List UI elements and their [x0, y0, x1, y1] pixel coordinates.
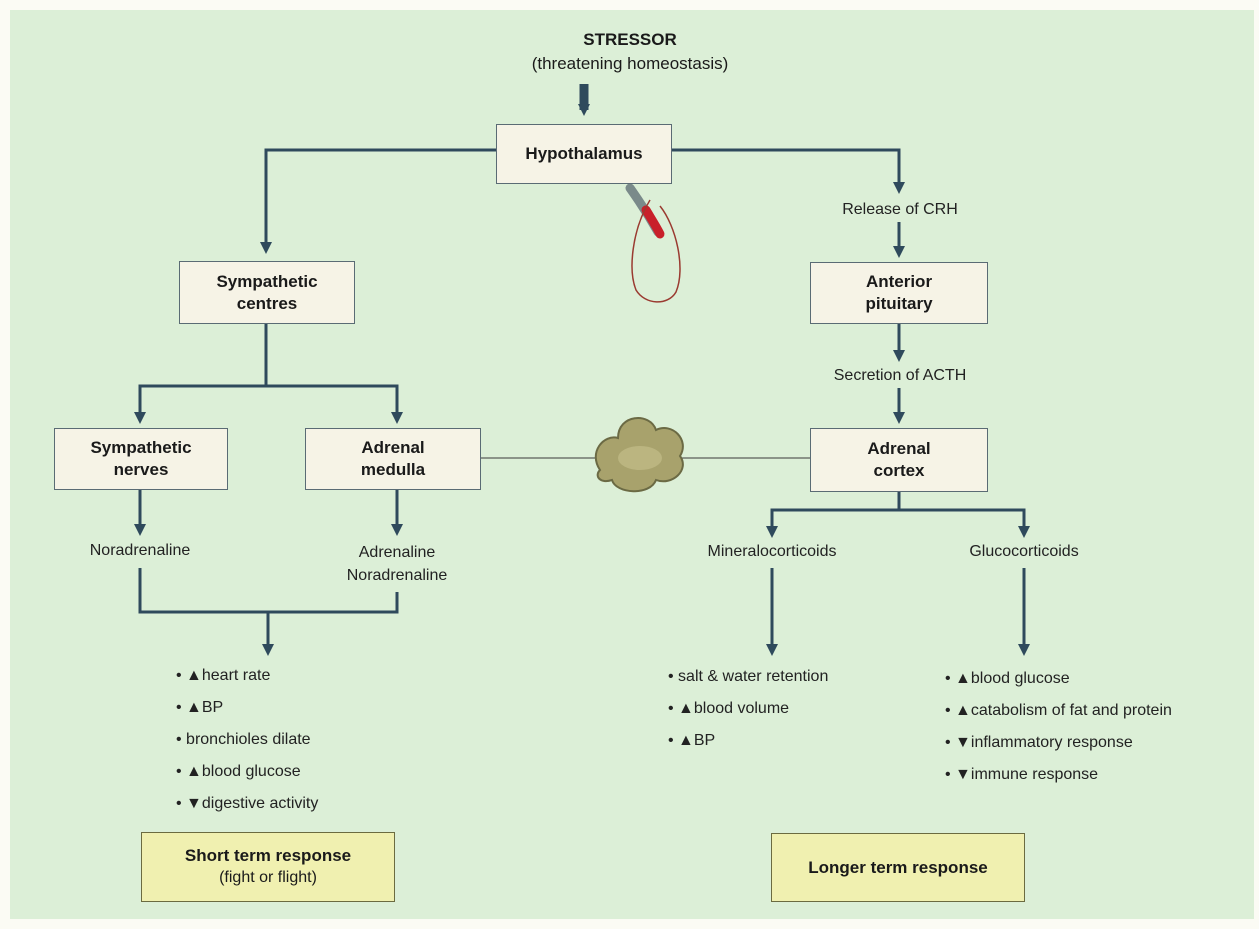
adrenal-medulla-line-1: Adrenal	[361, 438, 425, 457]
hypothalamus-to-crh-arrow	[672, 148, 905, 194]
anterior-pituitary-line-2: pituitary	[865, 294, 933, 313]
crh-label: Release of CRH	[842, 201, 958, 218]
noradrenaline-medulla-label: Noradrenaline	[346, 567, 448, 584]
adrenal-cortex-line-1: Adrenal	[867, 439, 931, 458]
noradrenaline-label: Noradrenaline	[89, 542, 191, 559]
adrenaline-label: Adrenaline	[358, 544, 436, 561]
centres-to-medulla-arrow	[266, 384, 403, 424]
hypothalamus-to-sympathetic-centres-arrow	[260, 148, 496, 254]
sympathetic-centres-line-1: Sympathetic	[216, 271, 318, 291]
longer-term-response-box: Longer term response	[771, 833, 1025, 902]
short-term-effects-list: • ▲heart rate • ▲BP • bronchioles dilate…	[176, 665, 318, 825]
adrenal-medulla-box: Adrenal medulla	[305, 428, 481, 490]
adrenal-cortex-box: Adrenal cortex	[810, 428, 988, 492]
glucocorticoid-effects-list: • ▲blood glucose • ▲catabolism of fat an…	[945, 668, 1172, 796]
sympathetic-centres-box: Sympathetic centres	[179, 261, 355, 324]
pituitary-icon	[625, 183, 681, 303]
acth-label: Secretion of ACTH	[833, 367, 967, 384]
effect-item: • ▲blood glucose	[176, 763, 301, 780]
mineralocorticoid-effects-list: • salt & water retention • ▲blood volume…	[668, 666, 828, 762]
cortex-to-mineralo-arrow	[766, 508, 899, 538]
adrenal-medulla-line-2: medulla	[360, 460, 426, 479]
mineralocorticoids-label: Mineralocorticoids	[707, 543, 837, 560]
longer-term-response-title: Longer term response	[808, 857, 988, 877]
cortex-to-gluco-arrow	[899, 508, 1030, 538]
hypothalamus-box: Hypothalamus	[496, 124, 672, 184]
effect-item: • ▲blood glucose	[945, 670, 1070, 687]
sympathetic-nerves-line-1: Sympathetic	[90, 438, 192, 457]
hypothalamus-label: Hypothalamus	[525, 144, 643, 163]
effect-item: • ▼digestive activity	[176, 795, 319, 812]
effect-item: • ▼immune response	[945, 766, 1099, 783]
anterior-pituitary-line-1: Anterior	[865, 272, 933, 291]
sympathetic-nerves-box: Sympathetic nerves	[54, 428, 228, 490]
effect-item: • ▲catabolism of fat and protein	[945, 702, 1172, 719]
centres-to-nerves-arrow	[134, 384, 266, 424]
sympathetic-centres-line-2: centres	[236, 293, 298, 313]
glucocorticoids-label: Glucocorticoids	[969, 543, 1079, 560]
short-term-response-subtitle: (fight or flight)	[219, 869, 317, 886]
effect-item: • ▲heart rate	[176, 667, 271, 684]
effect-item: • salt & water retention	[668, 668, 829, 685]
short-term-response-title: Short term response	[184, 846, 352, 865]
stressor-title: STRESSOR	[583, 30, 677, 49]
effect-item: • ▼inflammatory response	[945, 734, 1133, 751]
sympathetic-nerves-line-2: nerves	[113, 460, 169, 479]
effect-item: • ▲BP	[668, 732, 716, 749]
effect-item: • ▲BP	[176, 699, 224, 716]
effect-item: • bronchioles dilate	[176, 731, 311, 748]
anterior-pituitary-box: Anterior pituitary	[810, 262, 988, 324]
short-term-response-box: Short term response (fight or flight)	[141, 832, 395, 902]
effect-item: • ▲blood volume	[668, 700, 790, 717]
adrenal-cortex-line-2: cortex	[873, 461, 925, 480]
stressor-subtitle: (threatening homeostasis)	[531, 54, 729, 73]
